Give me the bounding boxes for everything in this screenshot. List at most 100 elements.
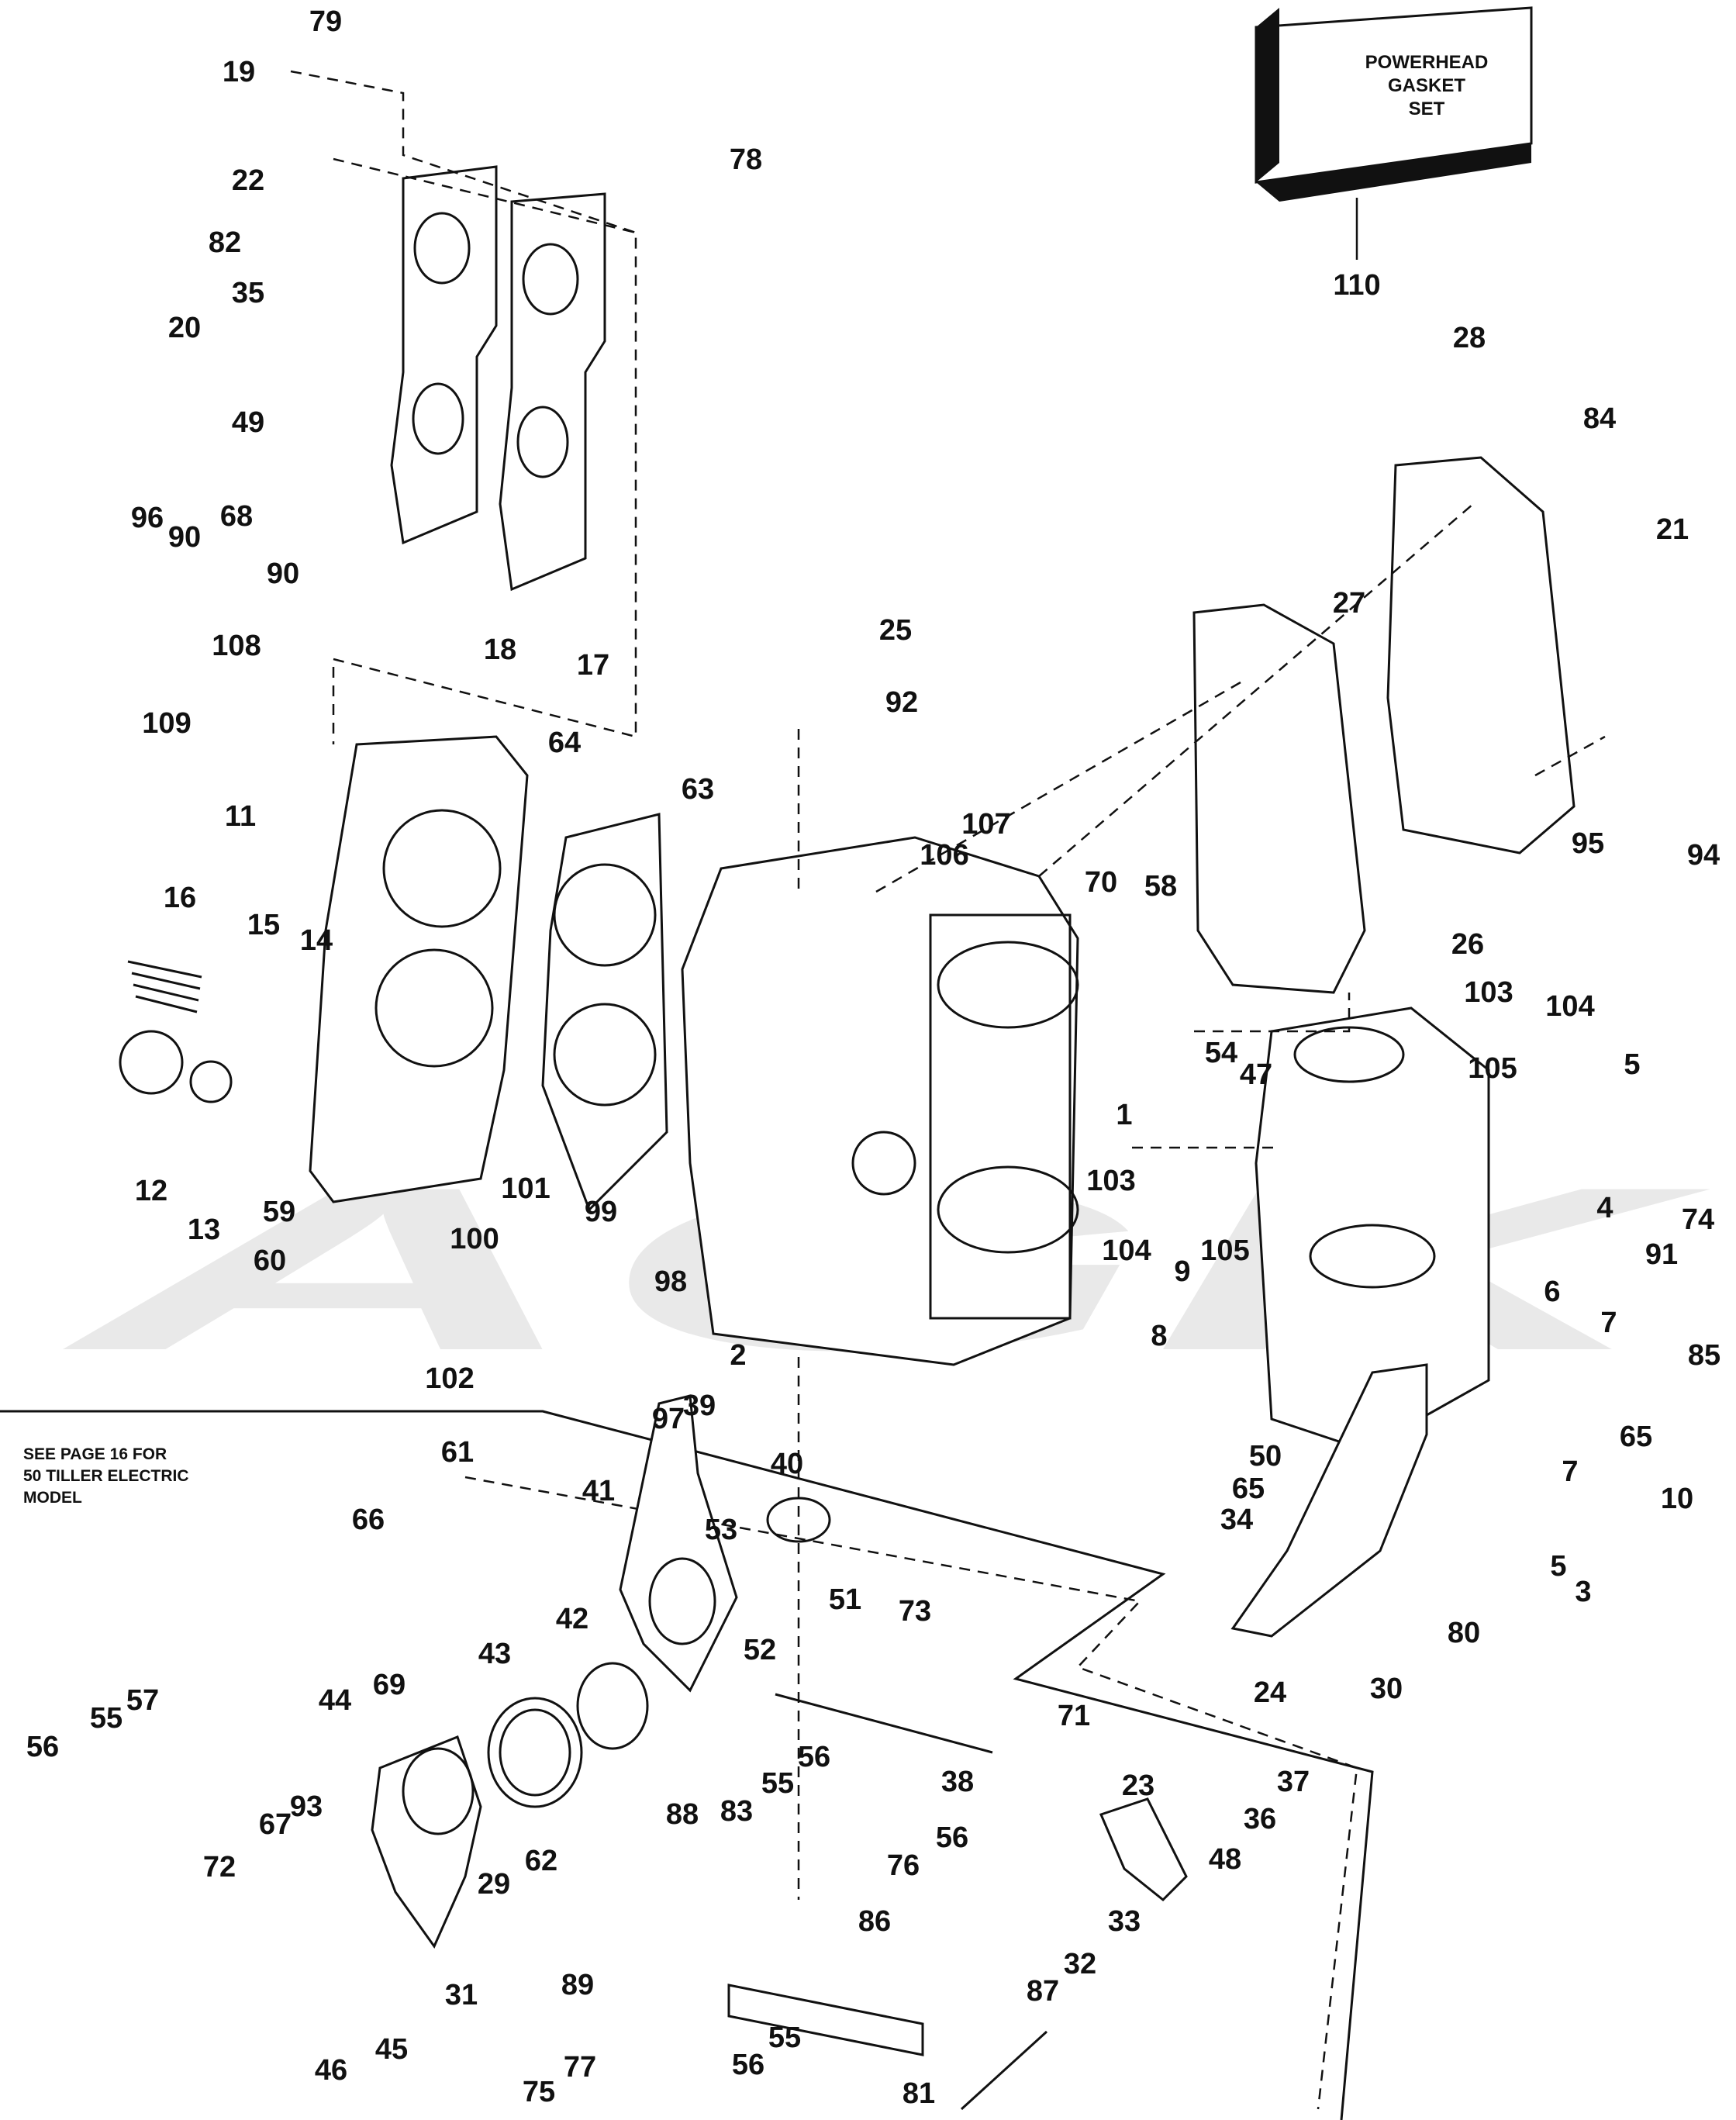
callout: 20 bbox=[168, 312, 201, 344]
callout: 97 bbox=[652, 1403, 685, 1435]
callout: 47 bbox=[1240, 1058, 1272, 1091]
callout: 48 bbox=[1209, 1843, 1241, 1876]
callout: 106 bbox=[920, 839, 968, 872]
throttle-lever-30 bbox=[1230, 1363, 1428, 1638]
callout: 69 bbox=[373, 1669, 406, 1701]
callout: 35 bbox=[232, 277, 264, 309]
callout: 71 bbox=[1058, 1700, 1090, 1732]
callout: 17 bbox=[577, 649, 609, 682]
callout: 3 bbox=[1575, 1576, 1591, 1608]
callout: 103 bbox=[1464, 976, 1513, 1009]
callout: 41 bbox=[582, 1475, 615, 1507]
gasket-set-label-line-1: POWERHEAD bbox=[1365, 52, 1489, 73]
callout: 75 bbox=[523, 2076, 555, 2108]
callout: 52 bbox=[744, 1634, 776, 1666]
callout: 5 bbox=[1624, 1048, 1640, 1081]
callout: 51 bbox=[829, 1583, 861, 1616]
callout: 78 bbox=[730, 143, 762, 176]
callout: 18 bbox=[484, 634, 516, 666]
callout: 74 bbox=[1682, 1203, 1714, 1236]
callout: 33 bbox=[1108, 1905, 1141, 1938]
callout: 28 bbox=[1453, 322, 1486, 354]
callout: 55 bbox=[761, 1767, 794, 1800]
callout: 45 bbox=[375, 2033, 408, 2066]
callout: 105 bbox=[1200, 1234, 1249, 1267]
callout: 76 bbox=[887, 1849, 920, 1882]
callout: 37 bbox=[1277, 1766, 1310, 1798]
note-line-2: 50 TILLER ELECTRIC bbox=[23, 1467, 189, 1485]
callout: 25 bbox=[879, 614, 912, 647]
callout: 32 bbox=[1064, 1948, 1096, 1980]
callout: 16 bbox=[164, 882, 196, 914]
callout: 40 bbox=[771, 1448, 803, 1480]
callout: 91 bbox=[1645, 1238, 1678, 1271]
callout: 50 bbox=[1249, 1440, 1282, 1473]
link-rod-73 bbox=[775, 1693, 993, 1754]
callout: 84 bbox=[1583, 402, 1616, 435]
gasket-set-label-line-3: SET bbox=[1409, 98, 1445, 119]
callout: 90 bbox=[267, 558, 299, 590]
head-gasket-63 bbox=[541, 813, 668, 1212]
note-line-3: MODEL bbox=[23, 1489, 82, 1507]
callout: 11 bbox=[225, 800, 256, 833]
callout: 9 bbox=[1174, 1255, 1190, 1288]
callout: 15 bbox=[247, 909, 280, 941]
callout: 56 bbox=[936, 1821, 968, 1854]
callout: 65 bbox=[1232, 1473, 1265, 1505]
callout: 99 bbox=[585, 1196, 617, 1228]
callout: 24 bbox=[1254, 1676, 1286, 1709]
callout: 61 bbox=[441, 1436, 474, 1469]
callout: 23 bbox=[1122, 1770, 1154, 1802]
callout: 39 bbox=[683, 1390, 716, 1422]
callout: 73 bbox=[899, 1595, 931, 1628]
callout: 72 bbox=[203, 1851, 236, 1883]
callout: 93 bbox=[290, 1790, 323, 1823]
gasket-set-callout: 110 bbox=[1333, 269, 1380, 302]
gasket-set-label-line-2: GASKET bbox=[1388, 75, 1465, 96]
spring-43 bbox=[487, 1697, 583, 1808]
callout: 104 bbox=[1102, 1234, 1151, 1267]
callout: 7 bbox=[1562, 1455, 1578, 1488]
callout: 102 bbox=[425, 1362, 474, 1395]
callout: 60 bbox=[254, 1245, 286, 1277]
callout: 98 bbox=[654, 1265, 687, 1298]
callout: 49 bbox=[232, 406, 264, 439]
callout: 1 bbox=[1116, 1099, 1132, 1131]
magneto-plate-44 bbox=[371, 1735, 482, 1949]
crankcase-cover-gasket-26 bbox=[1192, 603, 1366, 994]
callout: 30 bbox=[1370, 1673, 1403, 1705]
thermostat-12 bbox=[119, 1030, 184, 1095]
callout: 22 bbox=[232, 164, 264, 197]
callout: 94 bbox=[1687, 839, 1720, 872]
callout: 108 bbox=[212, 630, 261, 662]
callout: 103 bbox=[1086, 1165, 1135, 1197]
callout: 34 bbox=[1220, 1504, 1253, 1536]
callout: 29 bbox=[478, 1868, 510, 1901]
callout: 7 bbox=[1600, 1307, 1617, 1339]
cylinder-head-64 bbox=[309, 735, 529, 1203]
callout: 83 bbox=[720, 1795, 753, 1828]
callout: 67 bbox=[259, 1808, 292, 1841]
callout: 56 bbox=[732, 2049, 764, 2081]
callout: 104 bbox=[1545, 990, 1594, 1023]
callout-labels: 79 19 22 82 35 20 49 96 90 68 90 18 17 7… bbox=[26, 5, 1720, 2110]
callout: 55 bbox=[768, 2022, 801, 2054]
callout: 53 bbox=[705, 1514, 737, 1546]
exhaust-gasket-17 bbox=[499, 192, 606, 592]
callout: 70 bbox=[1085, 866, 1117, 899]
callout: 92 bbox=[885, 686, 918, 719]
callout: 85 bbox=[1688, 1339, 1720, 1372]
callout: 80 bbox=[1448, 1617, 1480, 1649]
callout: 66 bbox=[352, 1504, 385, 1536]
callout: 44 bbox=[319, 1684, 351, 1717]
callout: 56 bbox=[798, 1741, 830, 1773]
ring-42 bbox=[576, 1662, 649, 1750]
callout: 10 bbox=[1661, 1483, 1693, 1515]
callout: 26 bbox=[1451, 928, 1484, 961]
thermostat-spring-16 bbox=[127, 960, 202, 1013]
callout: 95 bbox=[1572, 827, 1604, 860]
callout: 31 bbox=[445, 1979, 478, 2011]
callout: 14 bbox=[300, 924, 333, 957]
callout: 105 bbox=[1468, 1052, 1517, 1085]
